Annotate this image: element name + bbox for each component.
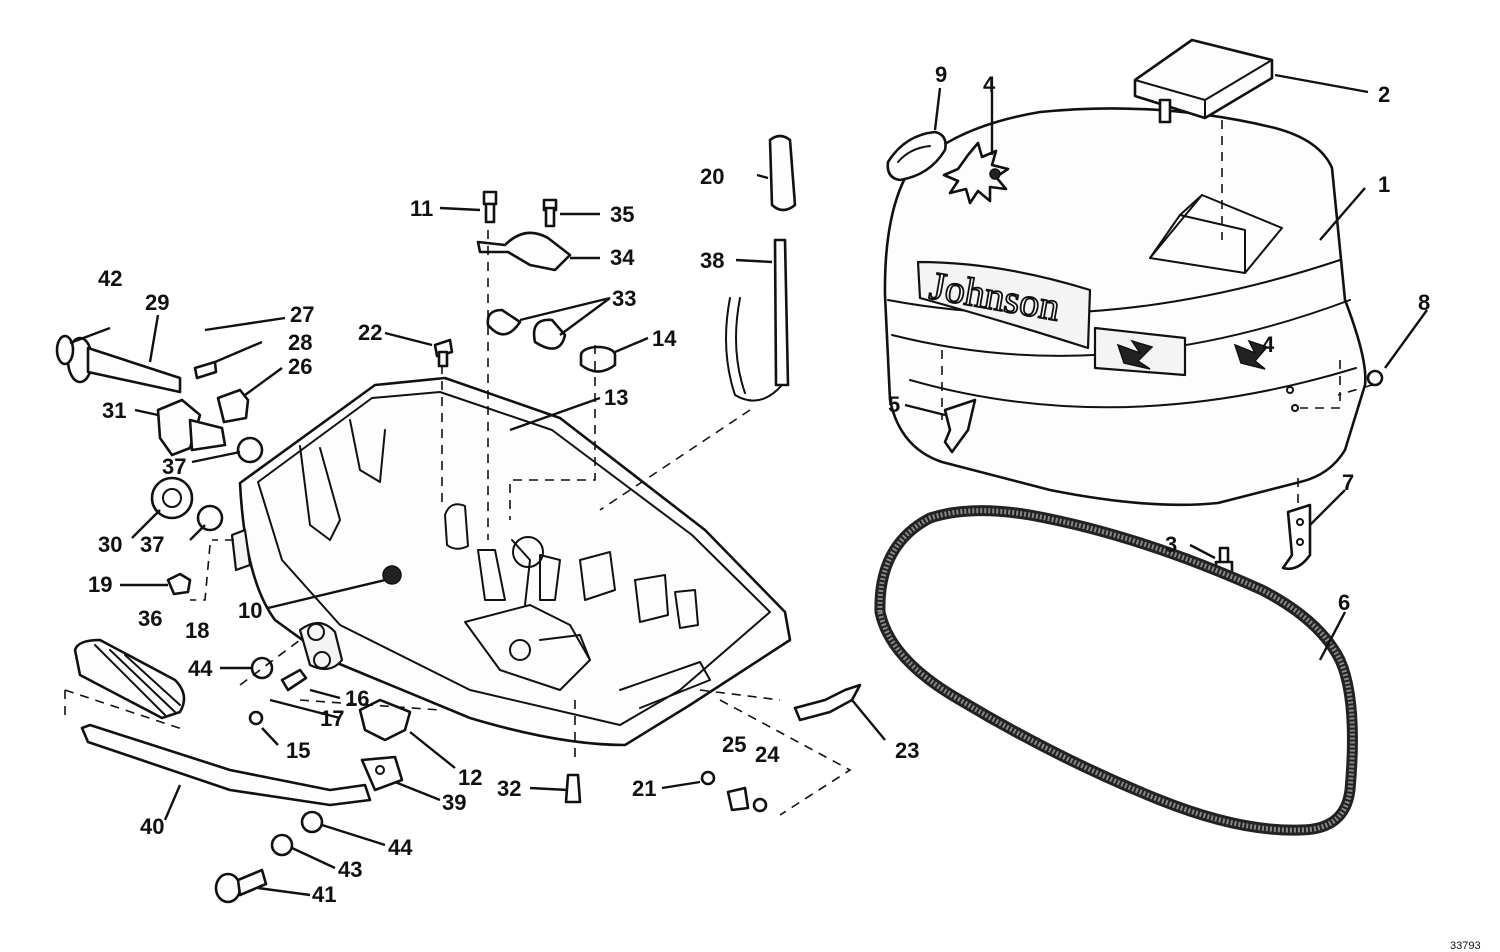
callout-30: 30 [98,532,122,557]
callout-32: 32 [497,776,521,801]
callout-39: 39 [442,790,466,815]
grommet-25 [726,786,750,812]
callout-22: 22 [358,320,382,345]
callout-21: 21 [632,776,656,801]
callout-13: 13 [604,385,628,410]
handle-20 [768,134,797,212]
screw-11-part [482,190,498,224]
callout-35: 35 [610,202,634,227]
gear-37-upper [236,436,264,464]
cap-8-part [1366,369,1384,387]
spring-16 [280,668,308,692]
callout-37a: 37 [162,454,186,479]
callout-23: 23 [895,738,919,763]
bracket-12 [358,698,412,742]
grommet-33a [486,308,522,336]
bolt-41 [214,868,268,904]
callout-42: 42 [98,266,122,291]
callout-4: 4 [983,72,996,97]
lower-motor-pan [230,376,792,747]
callout-8: 8 [1418,290,1430,315]
screw-22-part [433,338,454,368]
tiller-bracket-39 [360,755,404,792]
screw-28-part [193,360,218,380]
washer-44b [300,810,324,834]
screw-32 [564,773,582,804]
callout-24: 24 [755,742,780,767]
grommet-part [886,130,947,182]
callout-2: 2 [1378,82,1390,107]
callout-15: 15 [286,738,310,763]
callout-18: 18 [185,618,209,643]
lock-washer-part [942,141,1010,205]
latch-7-part [1281,503,1312,570]
callout-6: 6 [1338,590,1350,615]
callout-44b: 44 [388,835,413,860]
gear-37-lower [196,504,224,532]
bracket-5-part [943,398,977,454]
friction-wheel-30 [150,476,194,520]
callout-28: 28 [288,330,312,355]
callout-27: 27 [290,302,314,327]
callout-26: 26 [288,354,312,379]
callout-33: 33 [612,286,636,311]
callout-34: 34 [610,245,635,270]
callout-20: 20 [700,164,724,189]
callout-7: 7 [1342,470,1354,495]
callout-43: 43 [338,857,362,882]
callout-19: 19 [88,572,112,597]
hose-38 [725,238,790,402]
pin-15 [248,710,264,726]
washer-24 [752,797,768,813]
callout-10: 10 [238,598,262,623]
callout-44a: 44 [188,656,213,681]
screw-21 [700,770,716,786]
callout-9: 9 [935,62,947,87]
bushing-26-part [216,388,250,424]
choke-knob-29 [66,336,182,394]
leader-lines [69,73,1428,897]
callout-25: 25 [722,732,746,757]
lever-23 [793,683,862,722]
assembly-lines [64,120,1373,816]
callout-17: 17 [320,706,344,731]
callout-labels: 1 2 3 4 5 6 7 8 9 10 11 12 13 14 15 16 1… [88,62,1430,907]
callout-38: 38 [700,248,724,273]
throttle-cam-31 [156,398,227,457]
drawing-reference-number: 33793 [1450,940,1481,952]
callout-29: 29 [145,290,169,315]
seal-gasket [874,505,1358,836]
cover-lid [1133,38,1274,124]
callout-16: 16 [345,686,369,711]
callout-41: 41 [312,882,336,907]
callout-12: 12 [458,765,482,790]
callout-11: 11 [410,196,433,221]
washer-43 [270,833,294,857]
plug-14 [579,345,617,373]
motor-cover: Johnson 4 [883,107,1367,507]
washer-44a [250,656,274,680]
callout-5: 5 [888,392,900,417]
callout-36: 36 [138,606,162,631]
callout-31: 31 [102,398,126,423]
horsepower-badge: 4 [1262,332,1275,357]
callout-3: 3 [1165,532,1177,557]
clamp-34 [476,231,572,272]
callout-40: 40 [140,814,164,839]
screw-19-part [166,572,192,596]
grommet-33b [532,318,567,350]
o-ring-42 [55,334,75,366]
handle-grip-36 [73,638,186,720]
screw-35-part [542,198,558,228]
callout-1: 1 [1378,172,1390,197]
callout-37b: 37 [140,532,164,557]
callout-14: 14 [652,326,677,351]
steering-handle-40 [80,723,372,807]
